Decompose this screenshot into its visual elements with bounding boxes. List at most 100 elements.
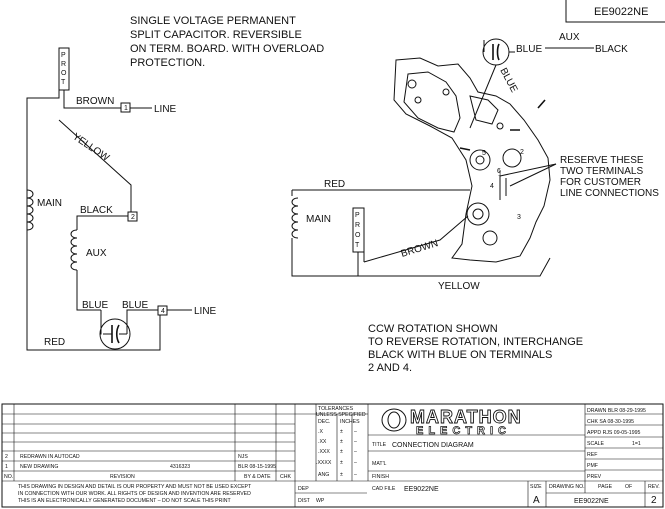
reserve-note-line: FOR CUSTOMER [560, 177, 641, 188]
rotation-note: CCW ROTATION SHOWN TO REVERSE ROTATION, … [368, 323, 583, 374]
pmf-label: PMF [587, 463, 598, 469]
svg-text:–: – [354, 460, 357, 466]
svg-text:–: – [354, 449, 357, 455]
column-header: CHK [280, 474, 291, 480]
svg-text:±: ± [340, 429, 343, 435]
material-label: MAT'L [372, 461, 387, 467]
svg-text:±: ± [340, 460, 343, 466]
svg-text:–: – [354, 429, 357, 435]
svg-text:±: ± [340, 449, 343, 455]
marathon-logo: MARATHON ELECTRIC [381, 407, 522, 437]
drawn-by: DRAWN BLR 08-29-1995 [587, 408, 646, 414]
drawing-id: EE9022NE [594, 6, 648, 18]
prev-label: PREV [587, 474, 602, 480]
dist-label: DIST [298, 498, 311, 504]
capacitor [482, 38, 510, 66]
svg-text:.X: .X [318, 429, 323, 435]
terminal-label: 2 [131, 214, 135, 221]
wire-label-red: RED [44, 337, 65, 348]
checked-by: CHK SA 08-30-1995 [587, 419, 634, 425]
svg-text:MARATHON: MARATHON [410, 407, 522, 427]
wire-label-brown: BROWN [400, 238, 440, 260]
description-line: SPLIT CAPACITOR. REVERSIBLE [130, 29, 302, 41]
reserve-note-line: TWO TERMINALS [560, 166, 643, 177]
tolerances-header: UNLESS SPECIFIED [316, 412, 366, 418]
prot-letter: R [61, 61, 66, 68]
rev-label: REV. [648, 484, 660, 490]
prot-letter: P [355, 212, 360, 219]
prot-letter: R [355, 222, 360, 229]
main-winding [291, 197, 299, 239]
cad-label: CAD FILE [372, 486, 396, 492]
wire-label-black: BLACK [80, 205, 113, 216]
svg-text:ANG: ANG [318, 472, 329, 478]
prot-letter: T [61, 79, 66, 86]
drawing-no: EE9022NE [574, 498, 609, 505]
notice-line: THIS DRAWING IN DESIGN AND DETAIL IS OUR… [18, 484, 252, 490]
winding-label-main: MAIN [306, 214, 331, 225]
revision-by: BLR 08-15-1995 [238, 464, 276, 470]
dist-value: WP [316, 498, 325, 504]
dep-label: DEP [298, 486, 309, 492]
svg-text:.XX: .XX [318, 439, 327, 445]
wire-label-brown: BROWN [76, 96, 114, 107]
tolerance-dec: DEC. [318, 419, 330, 425]
wire-label-blue: BLUE [122, 300, 148, 311]
wire-label-black: BLACK [595, 44, 628, 55]
reserve-note-line: LINE CONNECTIONS [560, 188, 659, 199]
wire-label-blue: BLUE [497, 66, 519, 95]
svg-text:±: ± [340, 472, 343, 478]
rotation-note-line: BLACK WITH BLUE ON TERMINALS [368, 349, 552, 361]
title-label: TITLE [372, 442, 387, 448]
svg-text:±: ± [340, 439, 343, 445]
title-block: 2 REDRAWN IN AUTOCAD NJS 1 NEW DRAWING 4… [1, 403, 664, 508]
terminal-label: 5 [482, 150, 486, 157]
revision-desc: REDRAWN IN AUTOCAD [20, 454, 80, 460]
rotation-note-line: TO REVERSE ROTATION, INTERCHANGE [368, 336, 583, 348]
column-header: BY & DATE [244, 474, 271, 480]
of-label: OF [625, 484, 632, 490]
approved-by: APPD RJS 09-05-1995 [587, 430, 640, 436]
revision-desc: NEW DRAWING [20, 464, 58, 470]
svg-text:–: – [354, 472, 357, 478]
terminal-label: 1 [124, 105, 128, 112]
notice-line: IN CONNECTION WITH OUR WORK. ALL RIGHTS … [18, 491, 251, 497]
prot-letter: T [355, 242, 360, 249]
ref-label: REF [587, 452, 597, 458]
line-label: LINE [154, 104, 177, 115]
terminal-label: 4 [490, 183, 494, 190]
drawing-no-label: DRAWING NO. [549, 484, 585, 490]
wire-label-yellow: YELLOW [70, 131, 111, 164]
line-label: LINE [194, 306, 217, 317]
terminal-1 [120, 102, 131, 113]
drawing-title: CONNECTION DIAGRAM [392, 442, 474, 449]
column-header: NO. [4, 474, 13, 480]
revision-no: 2 [5, 454, 8, 460]
wire-label-blue: BLUE [516, 44, 542, 55]
reserve-note-line: RESERVE THESE [560, 155, 644, 166]
schematic: P R O T 1 BROWN LINE YELLOW MAIN 2 BLACK… [26, 47, 217, 351]
wire-label-blue: BLUE [82, 300, 108, 311]
size-value: A [533, 495, 540, 506]
winding-label-aux: AUX [86, 248, 107, 259]
winding-label-main: MAIN [37, 198, 62, 209]
column-header: REVISION [110, 474, 135, 480]
terminal-label: 4 [161, 308, 165, 315]
rotation-note-line: CCW ROTATION SHOWN [368, 323, 498, 335]
rotation-note-line: 2 AND 4. [368, 362, 412, 374]
terminal-label: 6 [497, 168, 501, 175]
description-line: PROTECTION. [130, 57, 205, 69]
wire-label-red: RED [324, 179, 345, 190]
svg-text:.XXXX: .XXXX [316, 460, 332, 466]
size-label: SIZE [530, 484, 542, 490]
main-winding [26, 189, 34, 231]
cad-file: EE9022NE [404, 486, 439, 493]
tolerance-rows: .X ± – .XX ± – .XXX ± – .XXXX ± – ANG ± … [316, 429, 357, 478]
terminal-label: 2 [520, 149, 524, 156]
scale-value: 1=1 [632, 441, 641, 447]
prot-letter: O [61, 70, 67, 77]
tolerances-header: TOLERANCES [318, 406, 354, 412]
pictorial: BLUE AUX BLACK BLUE 1 2 3 4 5 6 RESERVE … [291, 32, 659, 292]
wire-label-yellow: YELLOW [438, 281, 480, 292]
